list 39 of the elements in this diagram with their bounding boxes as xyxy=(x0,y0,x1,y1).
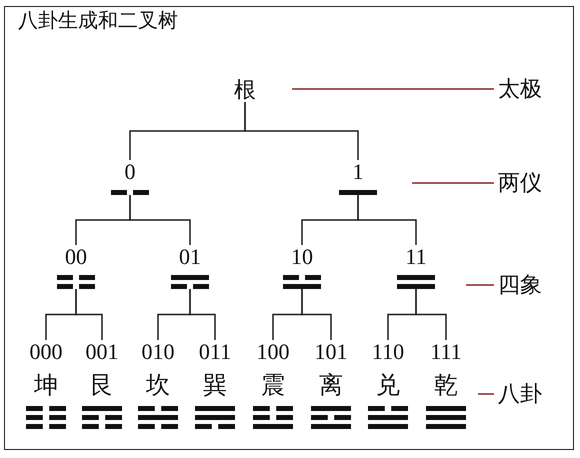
level-label: 四象 xyxy=(498,272,542,298)
tree-connector xyxy=(75,289,103,340)
level-label: 两仪 xyxy=(498,170,542,196)
leader-line xyxy=(478,393,494,395)
binary-code: 101 xyxy=(314,340,348,364)
binary-code: 根 xyxy=(234,78,256,102)
trigram-name: 震 xyxy=(261,372,285,400)
binary-code: 11 xyxy=(405,245,427,269)
trigram-name: 乾 xyxy=(434,372,458,400)
leader-line xyxy=(292,88,494,90)
binary-code: 01 xyxy=(179,245,201,269)
trigram-name: 艮 xyxy=(90,372,114,400)
diagram-title: 八卦生成和二叉树 xyxy=(18,9,178,34)
level-label: 八卦 xyxy=(498,381,542,407)
tree-connector xyxy=(301,289,332,340)
tree-connector xyxy=(415,289,447,340)
binary-code: 1 xyxy=(352,160,364,184)
tree-connector xyxy=(129,195,191,245)
binary-code: 110 xyxy=(372,340,404,364)
binary-code: 10 xyxy=(291,245,313,269)
binary-code: 0 xyxy=(124,160,136,184)
binary-code: 010 xyxy=(142,340,174,364)
trigram-name: 离 xyxy=(319,372,343,400)
binary-code: 111 xyxy=(430,340,462,364)
level-label: 太极 xyxy=(498,76,542,102)
tree-connector xyxy=(189,289,216,340)
leader-line xyxy=(466,284,494,286)
trigram-name: 兑 xyxy=(376,372,400,400)
tree-connector xyxy=(357,195,417,245)
tree-connector xyxy=(244,102,359,160)
binary-code: 011 xyxy=(198,340,232,364)
trigram-name: 巽 xyxy=(203,372,227,400)
binary-code: 00 xyxy=(65,245,87,269)
binary-code: 001 xyxy=(86,340,118,364)
leader-line xyxy=(412,182,494,184)
binary-code: 100 xyxy=(256,340,290,364)
trigram-name: 坎 xyxy=(146,372,170,400)
trigram-name: 坤 xyxy=(34,372,58,400)
binary-code: 000 xyxy=(30,340,62,364)
